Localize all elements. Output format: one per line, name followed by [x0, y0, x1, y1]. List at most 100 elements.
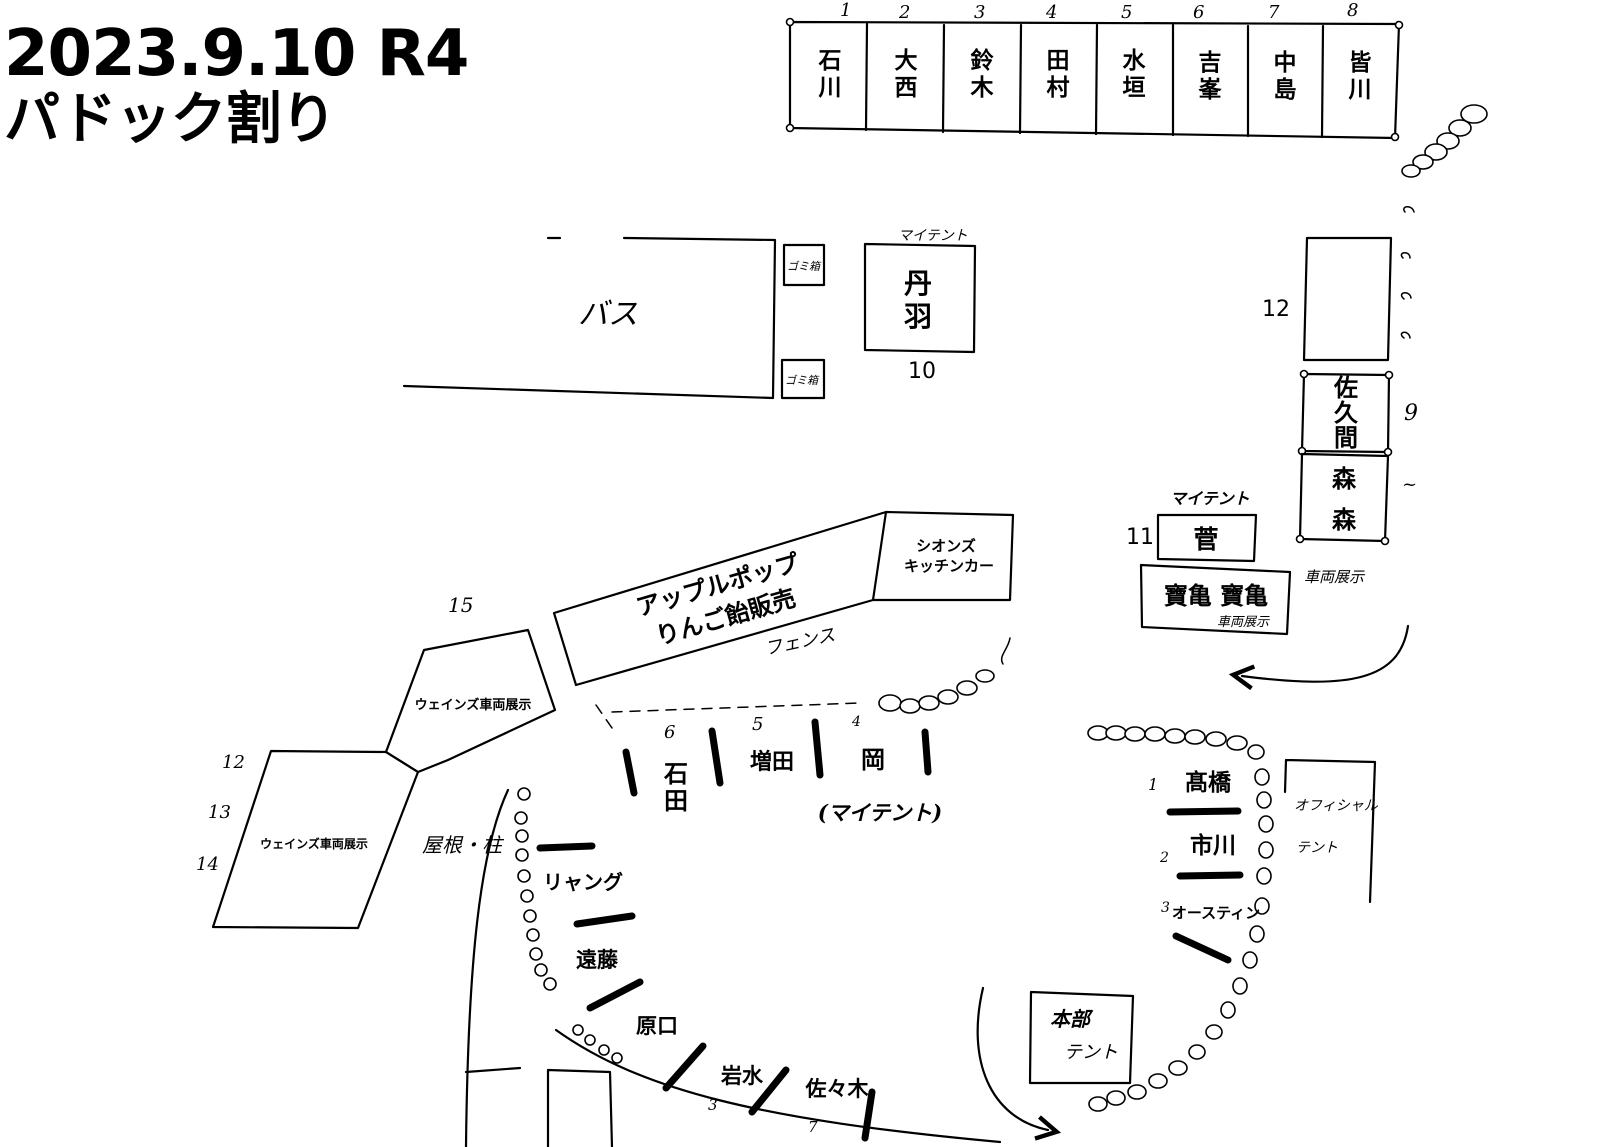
masuda-name: 増田 [750, 749, 794, 775]
tanba-tent-note: マイテント [898, 228, 968, 244]
waynes-upper-label: ウェインズ車両展示 [415, 697, 532, 713]
slot-3-name-a: 鈴 [971, 47, 995, 74]
bus-area: バス [402, 236, 777, 400]
track-bottom-edge [554, 1028, 1002, 1144]
right-arc-number-1: 1 [1148, 775, 1158, 794]
sakuma-name-c: 間 [1334, 424, 1358, 452]
waynes-lower-number-12: 12 [222, 752, 245, 773]
center-number-6: 6 [664, 722, 675, 743]
left-arc-haraguchi: 原口 [636, 1014, 678, 1038]
flow-arrow-right [1242, 624, 1410, 682]
slot-3-name-b: 木 [970, 75, 994, 101]
cone-line-left [514, 787, 623, 1064]
slot-1-name-b: 川 [819, 75, 842, 101]
center-number-5: 5 [752, 714, 763, 735]
waynes-display-lower: ウェインズ車両展示 12 13 14 [196, 749, 420, 930]
page-subtitle: パドック割り [4, 87, 337, 152]
slot-number-3: 3 [974, 2, 985, 23]
box-12-number: 12 [1262, 297, 1290, 322]
center-tent-line2: テント [1064, 1042, 1118, 1063]
slot-4-name-b: 村 [1047, 75, 1070, 101]
sakuma-name-b: 久 [1334, 399, 1358, 427]
waynes-upper-number: 15 [448, 593, 473, 617]
fence-line [595, 702, 861, 729]
center-tent: 本部 テント [1028, 990, 1135, 1085]
slot-number-6: 6 [1193, 2, 1204, 23]
cone-line-right-arc [1087, 725, 1274, 1112]
kitchen-car-line1: シオンズ [916, 537, 976, 555]
track-left-edge [464, 788, 510, 1147]
center-number-4: 4 [851, 714, 861, 730]
slot-7-name-b: 島 [1274, 76, 1297, 103]
waynes-lower-number-14: 14 [196, 854, 219, 875]
left-arc-number-3: 3 [708, 1096, 718, 1114]
slot-7-name-a: 中 [1274, 50, 1297, 76]
slot-1-name-a: 石 [818, 48, 842, 74]
left-arc-endo: 遠藤 [576, 948, 619, 972]
austin-name: オースティン [1172, 904, 1260, 922]
slot-number-4: 4 [1045, 2, 1057, 23]
center-row: 6 5 4 石 田 増田 岡 (マイテント) [622, 714, 942, 825]
slot-number-5: 5 [1121, 2, 1132, 23]
kitchen-car: シオンズ キッチンカー [871, 510, 1015, 602]
slot-4-name-a: 田 [1047, 48, 1070, 74]
official-tent-line2: テント [1296, 840, 1338, 856]
flow-arrow-bottom [976, 986, 1048, 1130]
slot-number-2: 2 [898, 2, 910, 23]
left-arc-sasaki: 佐々木 [805, 1077, 870, 1101]
waynes-lower-label: ウェインズ車両展示 [260, 836, 368, 851]
slot-6-name-a: 吉 [1199, 49, 1222, 76]
takahashi-name: 髙橋 [1185, 769, 1232, 796]
tanba-name-b: 羽 [904, 300, 932, 333]
trash-bin-top: ゴミ箱 [782, 243, 826, 287]
trash-label-bottom: ゴミ箱 [785, 374, 820, 387]
cone-line-top-right [1400, 104, 1488, 339]
trash-label-top: ゴミ箱 [787, 260, 822, 273]
slot-6-name-b: 峯 [1199, 77, 1223, 103]
bus-label: バス [578, 297, 638, 332]
slot-8-name-b: 川 [1349, 77, 1372, 103]
left-arc-iwamizu: 岩水 [720, 1064, 764, 1088]
left-arc-riang: リャング [543, 870, 623, 894]
trash-bin-bottom: ゴミ箱 [780, 358, 826, 400]
ishida-name-b: 田 [664, 787, 688, 815]
official-tent-line1: オフィシャル [1294, 798, 1379, 814]
waynes-display-upper: 15 ウェインズ車両展示 [384, 593, 557, 774]
slot-number-8: 8 [1347, 0, 1358, 21]
suga-number: 11 [1126, 525, 1154, 550]
sakuma-name-a: 佐 [1333, 374, 1358, 402]
houki-name: 寶亀 寶亀 [1164, 582, 1268, 610]
tanba-name-a: 丹 [904, 267, 932, 300]
left-arc-number-7: 7 [808, 1118, 818, 1136]
right-arc: 1 2 3 髙橋 市川 オースティン [1148, 769, 1260, 964]
tanba-number: 10 [908, 359, 936, 384]
tanba-tent: マイテント 丹 羽 10 [863, 228, 977, 384]
mori-number: ~ [1402, 474, 1417, 495]
page-title: 2023.9.10 R4 [4, 17, 469, 91]
top-row: 1 2 3 4 5 6 7 8 石 川 大 西 鈴 木 田 村 水 垣 吉 峯 … [785, 0, 1404, 142]
slot-number-1: 1 [840, 0, 851, 21]
slot-2-name-b: 西 [895, 75, 918, 101]
ishida-name-a: 石 [663, 760, 688, 788]
mori-name-a: 森 [1332, 465, 1357, 493]
ichikawa-name: 市川 [1190, 832, 1236, 859]
slot-5-name-b: 垣 [1123, 75, 1146, 101]
bottom-left-structure [464, 1066, 614, 1147]
suga-tent: マイテント 11 菅 [1126, 489, 1258, 563]
left-arc: リャング 遠藤 原口 岩水 佐々木 3 7 [536, 842, 876, 1142]
right-arc-number-2: 2 [1159, 850, 1169, 866]
right-column: 12 佐 久 間 9 森 森 ~ [1262, 236, 1418, 546]
mori-name-b: 森 [1332, 506, 1357, 534]
official-tent: オフィシャル テント [1283, 758, 1379, 904]
houki-display: 寶亀 寶亀 車両展示 車両展示 [1139, 563, 1366, 636]
fence-label: フェンス [763, 624, 837, 659]
sakuma-number: 9 [1404, 401, 1418, 426]
waynes-lower-number-13: 13 [208, 802, 231, 823]
kitchen-car-line2: キッチンカー [904, 557, 994, 575]
houki-side-note: 車両展示 [1304, 568, 1366, 586]
center-tent-line1: 本部 [1050, 1007, 1094, 1031]
slot-2-name-a: 大 [895, 48, 918, 74]
apple-pop-booth: アップルポップ りんご飴販売 [552, 510, 888, 687]
right-arc-number-3: 3 [1161, 900, 1170, 916]
